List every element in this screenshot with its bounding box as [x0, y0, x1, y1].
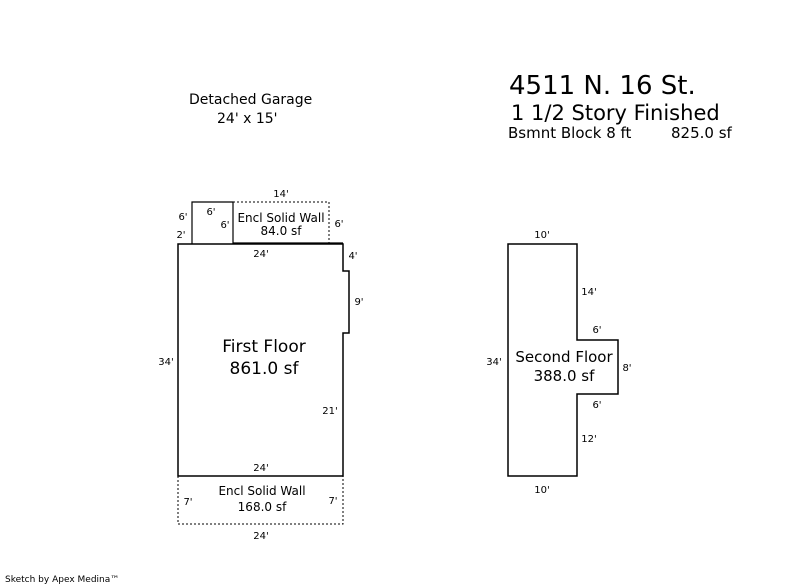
bottom-porch-name: Encl Solid Wall [218, 484, 305, 498]
second-floor-dim-bottom: 10' [534, 485, 549, 496]
bottom-porch-area: 168.0 sf [238, 500, 287, 514]
second-floor-dim-right-upper: 14' [581, 287, 596, 298]
top-porch-dim-top: 14' [273, 189, 288, 200]
second-floor-dim-right-lower: 12' [581, 434, 596, 445]
top-porch-outline [233, 201, 330, 244]
bottom-porch-dim-right: 7' [328, 496, 337, 507]
second-floor-dim-bump-bottom: 6' [592, 400, 601, 411]
first-floor-area: 861.0 sf [230, 359, 300, 379]
second-floor-dim-top: 10' [534, 230, 549, 241]
basement-description: Bsmnt Block 8 ft [508, 124, 632, 142]
first-floor-dim-bottom: 24' [253, 463, 268, 474]
first-floor-dim-right-upper: 4' [348, 251, 357, 262]
top-small-room-outline [191, 201, 234, 244]
top-porch-area: 84.0 sf [260, 224, 302, 238]
second-floor-area: 388.0 sf [534, 367, 596, 385]
second-floor-outline [507, 243, 619, 477]
first-floor-dim-right-bay: 9' [354, 297, 363, 308]
second-floor-dim-left: 34' [486, 357, 501, 368]
top-porch-name: Encl Solid Wall [237, 211, 324, 225]
second-floor-name: Second Floor [515, 348, 613, 366]
top-small-dim-left: 6' [178, 212, 187, 223]
top-small-dim-step: 2' [176, 230, 185, 241]
property-address: 4511 N. 16 St. [509, 71, 696, 101]
first-floor-name: First Floor [222, 337, 305, 357]
top-porch-dim-right: 6' [334, 219, 343, 230]
first-floor-dim-right-lower: 21' [322, 406, 337, 417]
basement-area: 825.0 sf [671, 124, 732, 142]
first-floor-outline [177, 243, 350, 477]
second-floor-dim-bump-top: 6' [592, 325, 601, 336]
first-floor-dim-top: 24' [253, 249, 268, 260]
story-description: 1 1/2 Story Finished [511, 101, 720, 125]
second-floor-dim-bump-right: 8' [622, 363, 631, 374]
garage-size: 24' x 15' [217, 111, 278, 127]
bottom-porch-dim-bottom: 24' [253, 531, 268, 542]
top-small-dim-top: 6' [206, 207, 215, 218]
first-floor-dim-left: 34' [158, 357, 173, 368]
bottom-porch-outline [177, 476, 344, 525]
sketch-credit: Sketch by Apex Medina™ [5, 575, 120, 585]
bottom-porch-dim-left: 7' [183, 497, 192, 508]
garage-label: Detached Garage [189, 92, 313, 108]
top-small-dim-inner: 6' [220, 220, 229, 231]
